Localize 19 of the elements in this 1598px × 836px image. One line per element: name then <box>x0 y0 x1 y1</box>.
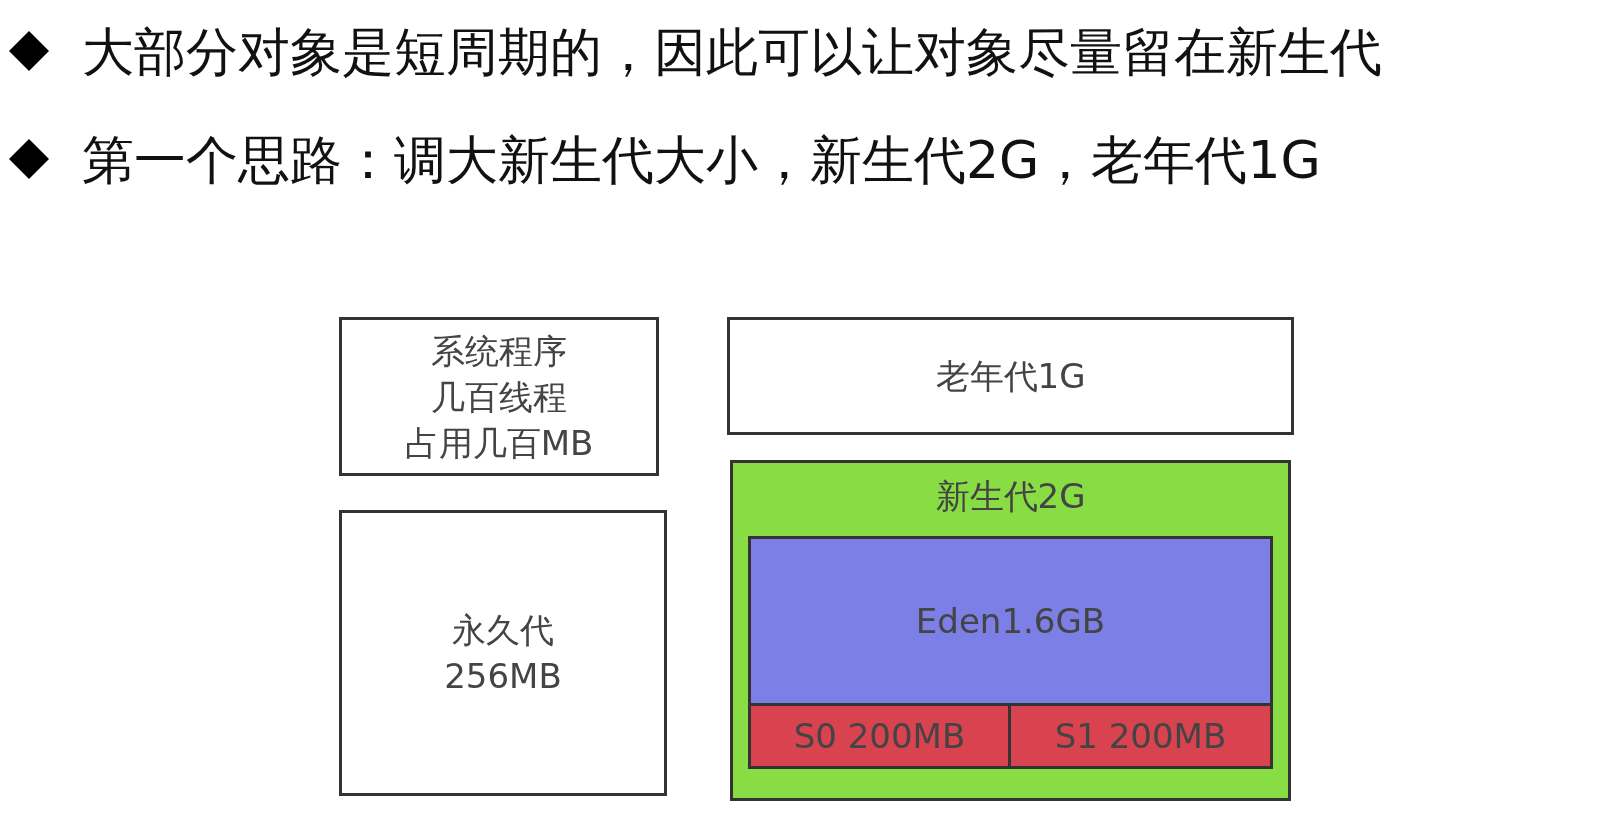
box-label: 老年代1G <box>935 355 1086 398</box>
memory-box <box>339 317 659 476</box>
memory-box <box>748 536 1273 706</box>
box-label: Eden1.6GB <box>915 600 1106 643</box>
memory-box <box>748 703 1011 769</box>
bullet-text: 第一个思路：调大新生代大小，新生代2G，老年代1G <box>82 129 1321 192</box>
box-label: 256MB <box>444 655 562 698</box>
memory-region <box>730 460 1291 801</box>
memory-box <box>339 510 667 796</box>
box-label: 系统程序 <box>431 329 567 373</box>
box-label: S1 200MB <box>1054 715 1227 758</box>
box-label: 几百线程 <box>431 375 567 419</box>
box-label: 占用几百MB <box>404 421 594 465</box>
box-label: S0 200MB <box>793 715 966 758</box>
box-label: 永久代 <box>452 609 554 652</box>
memory-box <box>727 317 1294 435</box>
box-label: 新生代2G <box>935 475 1086 518</box>
bullet-text: 大部分对象是短周期的，因此可以让对象尽量留在新生代 <box>82 21 1382 84</box>
memory-box <box>1008 703 1273 769</box>
